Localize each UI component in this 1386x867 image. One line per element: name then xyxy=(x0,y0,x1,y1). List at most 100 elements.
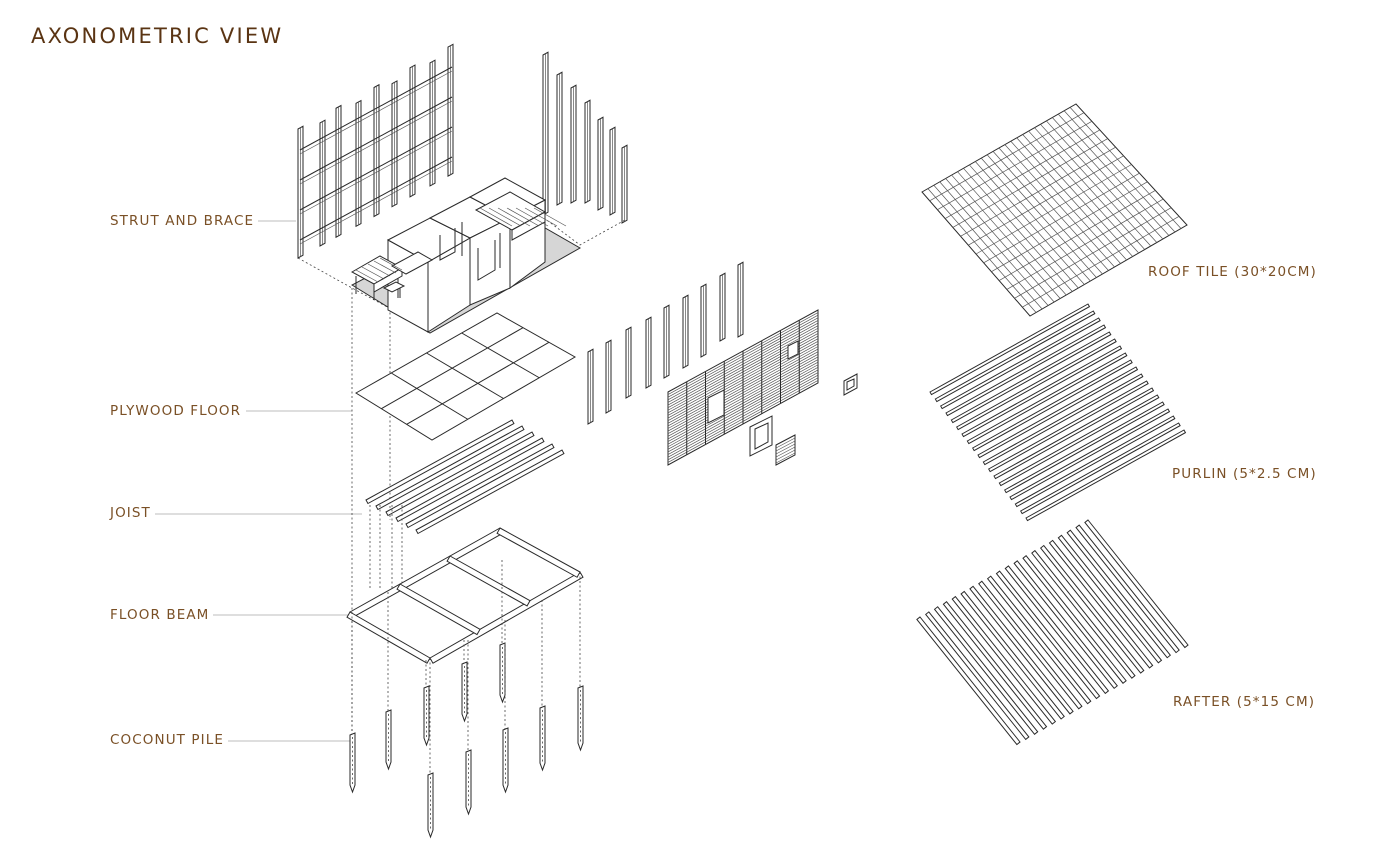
joist-1 xyxy=(375,425,525,511)
rafter-9 xyxy=(995,570,1101,700)
tile-col-3 xyxy=(944,129,1100,219)
rafter-16 xyxy=(1057,534,1163,664)
purlin-9 xyxy=(977,366,1139,459)
tile-col-9 xyxy=(991,181,1148,273)
rafter-18 xyxy=(1075,524,1180,654)
rafter-2 xyxy=(933,606,1039,735)
tile-col-11 xyxy=(1006,198,1164,290)
coconut-pile-3 xyxy=(461,661,468,723)
label-coconut-pile: COCONUT PILE xyxy=(110,732,224,748)
roof-tile-grid xyxy=(921,103,1188,317)
joist-3 xyxy=(395,437,545,523)
vent-slat-3 xyxy=(775,446,796,458)
rafter-12 xyxy=(1022,555,1127,684)
purlin-6 xyxy=(961,345,1123,438)
rafter-15 xyxy=(1048,539,1154,669)
rafter-6 xyxy=(969,585,1074,715)
rafter-5 xyxy=(960,590,1065,720)
vent-slat-5 xyxy=(775,452,796,464)
window-frames xyxy=(749,373,858,466)
joist-0 xyxy=(365,419,515,505)
roof-slat-3 xyxy=(506,207,540,227)
side-wall-opening-2 xyxy=(787,340,799,360)
bench-slat-0 xyxy=(355,269,379,283)
purlin-15 xyxy=(1009,408,1171,501)
rafter-17 xyxy=(1066,529,1172,659)
rafter-14 xyxy=(1039,544,1145,674)
purlin-11 xyxy=(987,380,1149,473)
wall-rail-inner-3 xyxy=(299,160,453,245)
rafter-4 xyxy=(951,595,1057,725)
purlin-0 xyxy=(929,303,1091,396)
label-plywood-floor: PLYWOOD FLOOR xyxy=(110,403,242,419)
tile-col-13 xyxy=(1022,216,1180,308)
bench-slat-4 xyxy=(379,257,403,271)
coconut-pile-2 xyxy=(423,685,430,747)
wall-rail-3 xyxy=(299,156,453,241)
beam-cross-3 xyxy=(496,527,581,578)
joist-5 xyxy=(415,449,565,535)
vent-slat-2 xyxy=(775,443,796,455)
roof-slat-1 xyxy=(488,207,522,227)
wall-rail-inner-2 xyxy=(299,130,453,215)
floor-seam-v-3 xyxy=(461,332,540,379)
floor-seam-v-2 xyxy=(426,352,504,399)
purlin-bars xyxy=(929,303,1187,522)
leader-lines xyxy=(155,220,362,742)
tile-col-6 xyxy=(968,155,1124,246)
tile-col-5 xyxy=(960,146,1116,237)
label-purlin: PURLIN (5*2.5 CM) xyxy=(1172,466,1317,482)
joist-2 xyxy=(385,431,535,517)
label-roof-tile: ROOF TILE (30*20CM) xyxy=(1148,264,1317,280)
floor-beam-frame xyxy=(346,527,584,664)
rafter-bars xyxy=(916,519,1189,746)
coconut-pile-4 xyxy=(499,642,506,704)
tile-col-8 xyxy=(983,172,1140,264)
house-interior-module xyxy=(297,177,626,760)
label-joist: JOIST xyxy=(110,505,151,521)
label-floor-beam: FLOOR BEAM xyxy=(110,607,210,623)
label-rafter: RAFTER (5*15 CM) xyxy=(1173,694,1316,710)
tile-col-10 xyxy=(998,190,1156,281)
purlin-12 xyxy=(993,387,1155,480)
wall-rail-inner-1 xyxy=(299,100,453,185)
rafter-11 xyxy=(1013,560,1118,690)
rafter-10 xyxy=(1004,565,1110,695)
beam-cross-2 xyxy=(446,555,531,607)
vent-slat-1 xyxy=(775,440,796,452)
rafter-8 xyxy=(986,575,1092,705)
rafter-19 xyxy=(1084,519,1189,649)
purlin-3 xyxy=(945,324,1107,417)
coconut-piles xyxy=(349,560,584,839)
roof-slat-5 xyxy=(524,207,558,227)
roof-slat-0 xyxy=(479,207,513,227)
rafter-13 xyxy=(1031,549,1136,679)
side-wall-posts xyxy=(587,261,744,425)
coconut-pile-0 xyxy=(349,732,356,794)
roof-slat-6 xyxy=(533,207,567,227)
label-strut-and-brace: STRUT AND BRACE xyxy=(110,213,255,229)
side-wall-opening-1 xyxy=(707,389,725,424)
tile-col-1 xyxy=(929,112,1085,202)
purlin-2 xyxy=(939,317,1101,410)
tile-col-12 xyxy=(1014,207,1172,299)
bench-slat-2 xyxy=(367,263,391,277)
purlin-8 xyxy=(971,359,1133,452)
roof-slat-4 xyxy=(515,207,549,227)
joists xyxy=(365,419,565,590)
tile-col-7 xyxy=(975,164,1132,255)
tile-col-4 xyxy=(952,138,1108,228)
vent-slat-0 xyxy=(775,437,796,449)
rafter-1 xyxy=(925,611,1030,741)
wall-rail-2 xyxy=(299,126,453,211)
bench-slat-1 xyxy=(361,266,385,280)
purlin-4 xyxy=(950,331,1112,424)
roof-slat-2 xyxy=(497,207,531,227)
coconut-pile-1 xyxy=(385,709,392,771)
wall-rail-inner-0 xyxy=(299,70,453,155)
beam-cross-0 xyxy=(346,611,431,664)
wall-rail-0 xyxy=(299,66,453,151)
vent-slat-4 xyxy=(775,449,796,461)
tile-col-2 xyxy=(937,120,1093,211)
